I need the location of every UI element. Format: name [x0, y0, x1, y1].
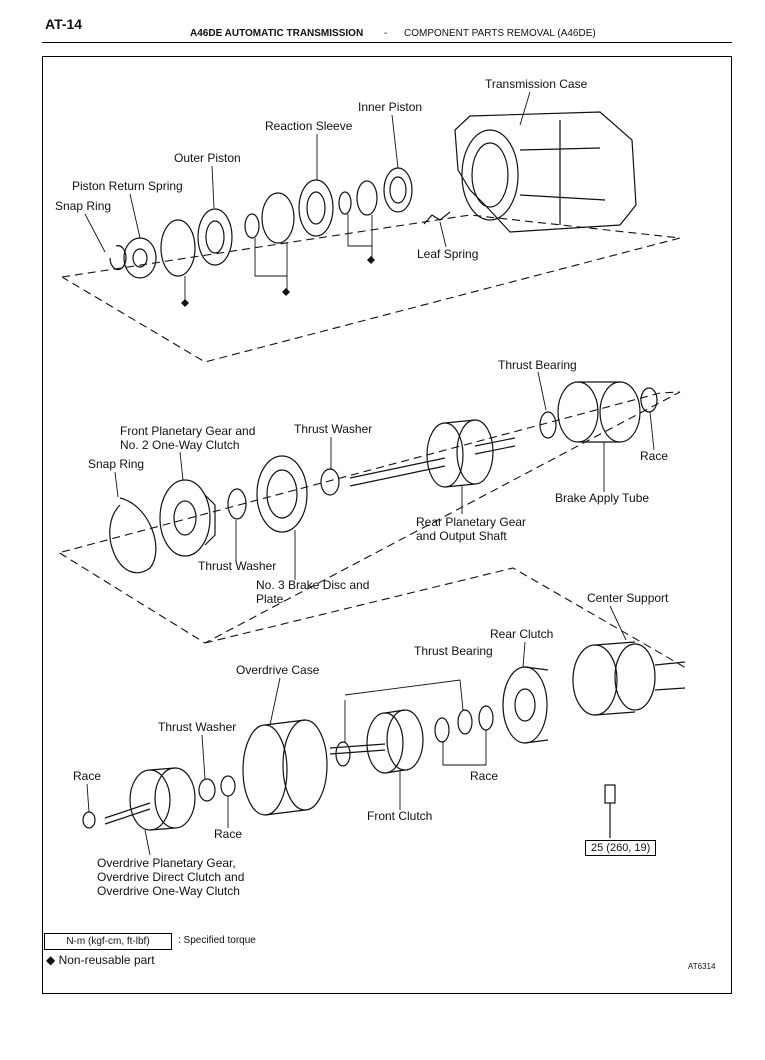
label-rear-planetary-2: and Output Shaft: [416, 529, 507, 543]
manual-title: A46DE AUTOMATIC TRANSMISSION: [190, 28, 364, 39]
thrust-bearing-2-drawing: [539, 411, 557, 439]
diagram-frame: [42, 56, 732, 994]
non-reusable-legend: ◆ Non-reusable part: [46, 953, 155, 967]
race-2-drawing: [640, 387, 658, 413]
leaf-spring-drawing: [423, 211, 451, 225]
figure-code: AT6314: [688, 962, 716, 971]
group3-boundary: [204, 567, 687, 669]
leader-lines-3: [86, 605, 627, 856]
non-reusable-markers: [181, 256, 375, 307]
torque-units-legend: N-m (kgf-cm, ft-lbf): [44, 933, 172, 950]
label-reaction-sleeve: Reaction Sleeve: [265, 119, 353, 133]
label-outer-piston: Outer Piston: [174, 151, 241, 165]
rear-clutch-drawing: [502, 666, 549, 744]
leader-lines: [84, 91, 531, 300]
label-od-planetary-2: Overdrive Direct Clutch and: [97, 870, 245, 884]
od-planetary-drawing: [104, 767, 196, 831]
inner-piston-drawing: [383, 167, 413, 213]
label-thrust-bearing-2: Thrust Bearing: [498, 358, 577, 372]
center-support-drawing: [572, 641, 686, 716]
group-boundaries: [57, 214, 687, 669]
label-piston-return-spring: Piston Return Spring: [72, 179, 183, 193]
label-race-left: Race: [73, 769, 102, 783]
transmission-case-drawing: [454, 111, 637, 233]
piston-return-spring-drawing: [123, 237, 157, 279]
o-ring-2: [338, 191, 352, 215]
label-front-planetary-2: No. 2 One-Way Clutch: [120, 438, 240, 452]
label-inner-piston: Inner Piston: [358, 100, 423, 114]
label-thrust-washer-3: Thrust Washer: [158, 720, 237, 734]
page-number: AT-14: [45, 16, 83, 32]
bolt-drawing: [604, 784, 616, 838]
label-center-support: Center Support: [587, 591, 669, 605]
label-snap-ring-2: Snap Ring: [88, 457, 145, 471]
label-rear-clutch: Rear Clutch: [490, 627, 554, 641]
label-thrust-washer-2a: Thrust Washer: [294, 422, 373, 436]
reaction-sleeve-drawing: [298, 179, 334, 237]
leader-lines-2: [114, 371, 655, 580]
front-clutch-drawing: [329, 709, 424, 774]
label-transmission-case: Transmission Case: [485, 77, 588, 91]
snap-ring-2-drawing: [109, 497, 157, 574]
label-leaf-spring: Leaf Spring: [417, 247, 479, 261]
label-od-planetary-1: Overdrive Planetary Gear,: [97, 856, 236, 870]
label-brake-disc-1: No. 3 Brake Disc and: [256, 578, 370, 592]
label-brake-apply-tube: Brake Apply Tube: [555, 491, 650, 505]
header-rule: [42, 42, 732, 43]
o-ring-3: [261, 192, 295, 244]
group1-boundary: [61, 214, 681, 363]
section-title: COMPONENT PARTS REMOVAL (A46DE): [404, 28, 596, 39]
race-3a: [478, 705, 494, 731]
race-3d: [82, 811, 96, 829]
overdrive-case-drawing: [242, 719, 328, 816]
label-front-clutch: Front Clutch: [367, 809, 433, 823]
label-rear-planetary-1: Rear Planetary Gear: [416, 515, 527, 529]
race-3b: [434, 717, 450, 743]
label-thrust-washer-2b: Thrust Washer: [198, 559, 277, 573]
race-3c: [220, 775, 236, 797]
group2-boundary: [57, 391, 681, 644]
title-separator: -: [384, 28, 388, 39]
thrust-bearing-3: [457, 709, 473, 735]
label-race-mid: Race: [214, 827, 243, 841]
torque-spec-box: 25 (260, 19): [585, 840, 657, 856]
thrust-washer-2b-drawing: [227, 488, 247, 520]
snap-ring-1-drawing: [109, 245, 127, 271]
label-front-planetary-1: Front Planetary Gear and: [120, 424, 256, 438]
brake-apply-tube-drawing: [557, 381, 641, 443]
brake-disc-drawing: [256, 455, 308, 533]
label-thrust-bearing-3: Thrust Bearing: [414, 644, 493, 658]
thrust-washer-3-ring: [335, 741, 351, 767]
o-ring-1: [356, 180, 378, 216]
outer-piston-drawing: [197, 208, 233, 266]
torque-legend-desc: : Specified torque: [178, 935, 256, 946]
label-race-right: Race: [470, 769, 499, 783]
label-snap-ring-1: Snap Ring: [55, 199, 112, 213]
label-brake-disc-2: Plate: [256, 592, 284, 606]
label-race-2: Race: [640, 449, 669, 463]
thrust-washer-2a-drawing: [320, 468, 340, 496]
o-ring-4: [244, 213, 260, 239]
label-od-planetary-3: Overdrive One-Way Clutch: [97, 884, 240, 898]
rear-planetary-drawing: [349, 419, 516, 488]
label-overdrive-case: Overdrive Case: [236, 663, 320, 677]
thrust-washer-3: [198, 778, 216, 802]
front-planetary-drawing: [159, 479, 216, 557]
o-ring-5: [160, 219, 196, 277]
